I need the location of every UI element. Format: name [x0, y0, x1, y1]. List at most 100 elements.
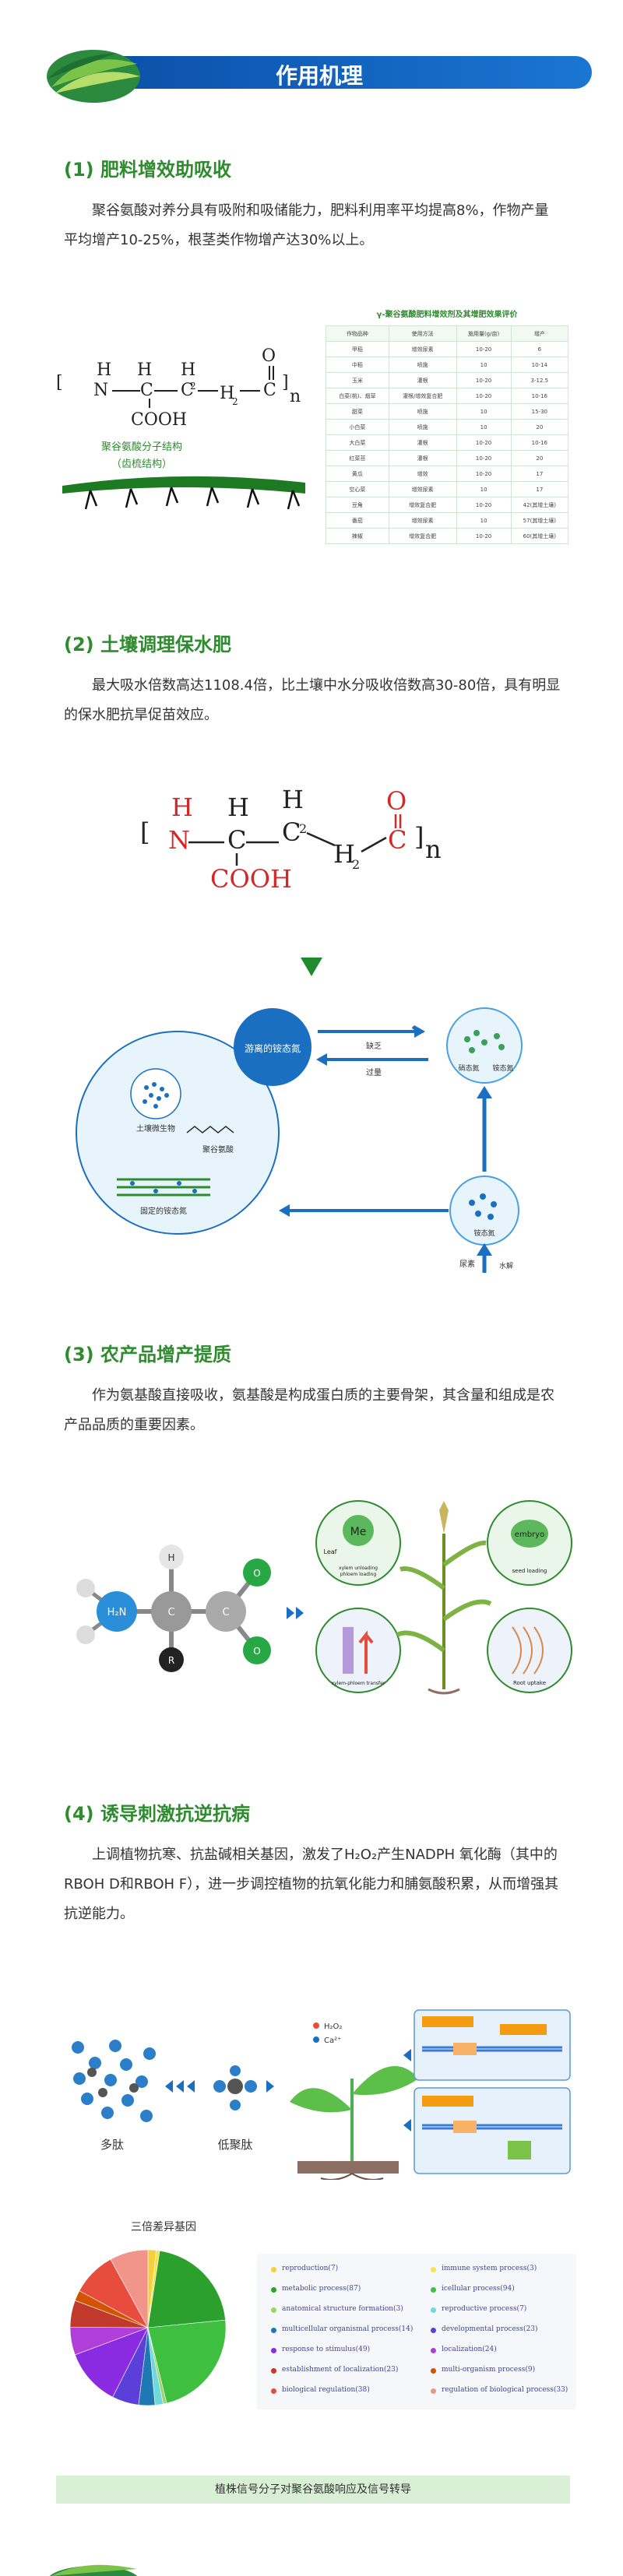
table-cell: 灌根/增效复合肥	[388, 388, 457, 404]
table-cell: 10-20	[456, 434, 512, 451]
svg-text:]: ]	[282, 373, 289, 392]
table-cell: 喷施	[388, 419, 457, 435]
label-fixed-n: 固定的铵态氮	[140, 1206, 187, 1216]
section1-paragraph: 聚谷氨酸对养分具有吸附和吸储能力，肥料利用率平均提高8%，作物产量平均增产10-…	[64, 202, 549, 248]
legend-label: immune system process(3)	[442, 2265, 537, 2272]
pie-slice	[147, 2319, 227, 2404]
footer-caption: 植株信号分子对聚谷氨酸响应及信号转导	[56, 2476, 570, 2504]
section4-paragraph: 上调植物抗寒、抗盐碱相关基因，激发了H₂O₂产生NADPH 氧化酶（其中的RBO…	[64, 1847, 559, 1922]
atom-o1: O	[253, 1568, 260, 1579]
comb-teeth-icon	[84, 487, 301, 510]
svg-text:C: C	[388, 825, 407, 855]
table-cell: 10	[456, 403, 512, 420]
table-cell: 增效复合肥	[388, 497, 457, 513]
atom-c1: C	[167, 1607, 174, 1618]
atom-r: R	[168, 1655, 174, 1666]
svg-text:C: C	[181, 381, 194, 400]
table-cell: 中稻	[326, 357, 389, 373]
legend-label: establishment of localization(23)	[282, 2366, 399, 2374]
svg-text:H: H	[220, 384, 234, 403]
oligo-label: 低聚肽	[217, 2138, 252, 2152]
table-cell: 10-20	[456, 497, 512, 513]
svg-text:C: C	[263, 381, 276, 400]
table-cell: 白菜(桃)、烟草	[326, 388, 389, 404]
legend-label: metabolic process(87)	[282, 2285, 361, 2293]
table-cell: 甜菜	[326, 403, 389, 420]
molecule-label-2: （齿梳结构）	[111, 459, 172, 470]
pga-molecule-color: [ H N H C COOH H C 2 H 2 C O ] n	[140, 785, 442, 894]
table-cell: 辣椒	[326, 528, 389, 544]
table-cell: 大白菜	[326, 434, 389, 451]
section3-title: (3) 农产品增产提质	[64, 1344, 231, 1365]
legend-swatch	[431, 2328, 436, 2333]
section-banner	[47, 50, 592, 103]
table-cell: 小白菜	[326, 419, 389, 435]
svg-text:[: [	[56, 373, 63, 392]
svg-text:H: H	[137, 360, 152, 380]
svg-text:N: N	[93, 381, 108, 400]
table-cell: 10	[456, 357, 512, 373]
table-cell: 10-14	[510, 357, 569, 373]
section2-title: (2) 土壤调理保水肥	[64, 634, 231, 655]
label-root: Root uptake	[513, 1680, 546, 1686]
svg-text:COOH: COOH	[131, 410, 187, 430]
legend-swatch	[431, 2307, 436, 2313]
table-cell: 玉米	[326, 372, 389, 388]
table-cell: 增效复合肥	[388, 528, 457, 544]
table-cell: 灌根	[388, 372, 457, 388]
comb-backbone-icon	[62, 476, 305, 494]
table-cell: 17	[510, 481, 569, 497]
svg-text:H: H	[171, 792, 193, 822]
label-xylem: xylem unloading	[339, 1566, 378, 1571]
pie-legend: reproduction(7)immune system process(3)m…	[257, 2254, 576, 2409]
table-cell: 灌根	[388, 450, 457, 466]
legend-label: biological regulation(38)	[282, 2386, 370, 2394]
table-cell: 甲稻	[326, 341, 389, 357]
svg-text:H: H	[282, 785, 304, 814]
banner-title: 作用机理	[275, 63, 363, 89]
bottom-banner-edge	[49, 2564, 138, 2576]
effect-table-header: 作物品种使用方法施用量(g/亩)增产	[326, 325, 569, 342]
table-cell: 增效尿素	[388, 512, 457, 529]
table-cell: 20	[510, 419, 569, 435]
label-phloem: phloem loading	[340, 1572, 377, 1577]
table-cell: 豆角	[326, 497, 389, 513]
amino-acid-model: H₂N C C H R O O	[76, 1545, 304, 1672]
gene-pie-chart	[69, 2249, 227, 2406]
svg-text:O: O	[262, 346, 276, 366]
label-embryo: embryo	[515, 1530, 544, 1539]
svg-text:]: ]	[414, 822, 424, 852]
svg-text:2: 2	[232, 396, 238, 407]
section4-title: (4) 诱导刺激抗逆抗病	[64, 1803, 250, 1825]
table-header-1: 使用方法	[388, 325, 457, 342]
svg-text:H: H	[97, 360, 111, 380]
molecule-label-1: 聚谷氨酸分子结构	[101, 441, 182, 453]
section3-paragraph: 作为氨基酸直接吸收，氨基酸是构成蛋白质的主要骨架，其含量和组成是农产品品质的重要…	[64, 1387, 554, 1433]
pie-slice	[147, 2250, 226, 2328]
table-cell: 10-16	[510, 434, 569, 451]
table-cell: 增效尿素	[388, 481, 457, 497]
legend-label: regulation of biological process(33)	[442, 2386, 568, 2394]
pie-title: 三倍差异基因	[131, 2221, 196, 2233]
label-free-n: 游离的铵态氮	[245, 1042, 301, 1054]
legend-swatch	[271, 2287, 276, 2293]
table-cell: 红菜苔	[326, 450, 389, 466]
pga-molecule-diagram: [ H N H C COOH H C 2 H 2 C O ] n 聚谷氨酸分子结…	[56, 346, 305, 510]
legend-swatch	[431, 2388, 436, 2394]
table-cell: 10-20	[456, 466, 512, 482]
svg-text:COOH: COOH	[210, 864, 292, 894]
atom-c2: C	[222, 1607, 229, 1618]
svg-text:C: C	[140, 381, 153, 400]
table-cell: 10-20	[456, 372, 512, 388]
legend-label: anatomical structure formation(3)	[282, 2305, 403, 2313]
table-header-0: 作物品种	[326, 325, 389, 342]
table-cell: 10-16	[510, 388, 569, 404]
